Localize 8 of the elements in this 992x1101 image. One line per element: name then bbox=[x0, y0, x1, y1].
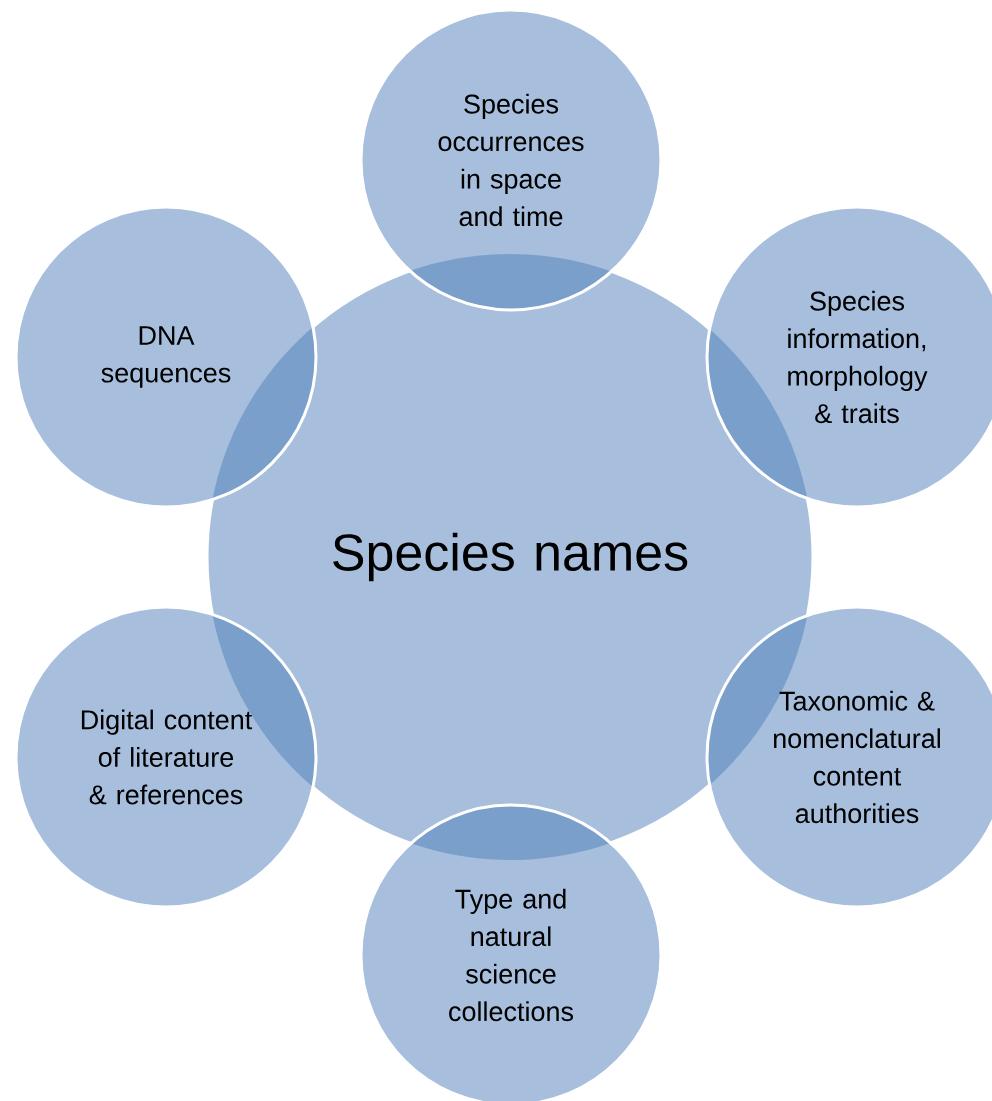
node-label: Species occurrences in space and time bbox=[438, 93, 584, 227]
circle-node: Species information, morphology & traits bbox=[705, 205, 992, 509]
node-label: Type and natural science collections bbox=[449, 888, 574, 1022]
circle-node: Type and natural science collections bbox=[359, 803, 663, 1101]
circle-node: Taxonomic & nomenclatural content authorities bbox=[705, 605, 992, 909]
circle-node: Digital content of literature & references bbox=[14, 605, 318, 909]
circle-node: DNA sequences bbox=[14, 205, 318, 509]
circle-node: Species occurrences in space and time bbox=[359, 8, 663, 312]
